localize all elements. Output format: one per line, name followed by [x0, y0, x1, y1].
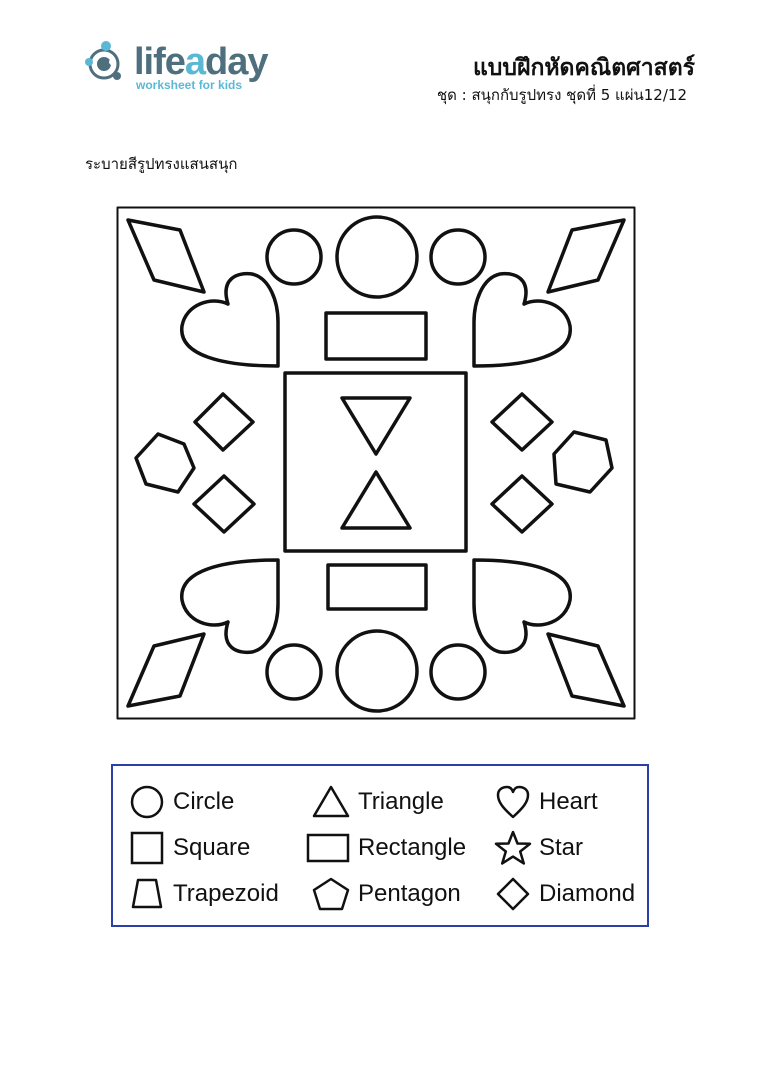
diamond-shape [126, 218, 206, 294]
heart-shape [180, 558, 280, 655]
molecule-logo-icon [85, 41, 121, 80]
coloring-artwork [116, 206, 636, 720]
brand-logo: lifeaday worksheet for kids [82, 38, 272, 96]
triangle-shape [340, 396, 412, 456]
diamond-icon [496, 877, 530, 911]
rectangle-shape [326, 563, 428, 611]
shape-legend: Circle Triangle Heart Square Rectangle S… [111, 764, 649, 927]
square-shape [283, 371, 468, 553]
legend-label: Rectangle [358, 834, 467, 861]
pentagon-icon [312, 877, 350, 911]
brand-name: lifeaday [134, 41, 269, 83]
legend-label: Pentagon [358, 880, 461, 907]
circle-shape [265, 643, 323, 701]
brand-tagline: worksheet for kids [136, 78, 243, 92]
triangle-shape [340, 470, 412, 530]
diamond-shape [490, 392, 554, 452]
circle-shape [335, 629, 419, 713]
diamond-shape [192, 474, 256, 534]
legend-label: Square [173, 834, 251, 861]
rectangle-icon [306, 833, 350, 863]
circle-shape [265, 228, 323, 286]
artwork-frame [116, 206, 636, 720]
rectangle-shape [324, 311, 428, 361]
legend-label: Diamond [539, 880, 636, 907]
circle-shape [429, 643, 487, 701]
legend-label: Circle [173, 788, 235, 815]
instruction-text: ระบายสีรูปทรงแสนสนุก [85, 155, 238, 173]
legend-label: Triangle [358, 788, 444, 815]
worksheet-subtitle: ชุด : สนุกกับรูปทรง ชุดที่ 5 แผ่น12/12 [436, 86, 687, 104]
legend-label: Star [539, 834, 584, 861]
legend-label: Heart [539, 788, 598, 815]
star-icon [494, 830, 532, 865]
worksheet-title: แบบฝึกหัดคณิตศาสตร์ [472, 55, 695, 81]
trapezoid-icon [131, 878, 163, 909]
circle-shape [335, 215, 419, 299]
circle-shape [429, 228, 487, 286]
square-icon [130, 831, 164, 865]
diamond-shape [546, 632, 626, 708]
circle-icon [130, 785, 164, 819]
heart-shape [472, 271, 572, 368]
heart-icon [496, 785, 530, 819]
diamond-shape [546, 218, 626, 294]
legend-label: Trapezoid [173, 880, 279, 907]
diamond-shape [193, 392, 255, 452]
pentagon-shape [134, 432, 196, 494]
diamond-shape [126, 632, 206, 708]
heart-shape [472, 558, 572, 655]
triangle-icon [312, 785, 350, 818]
heart-shape [180, 271, 280, 368]
pentagon-shape [552, 430, 614, 494]
diamond-shape [490, 474, 554, 534]
